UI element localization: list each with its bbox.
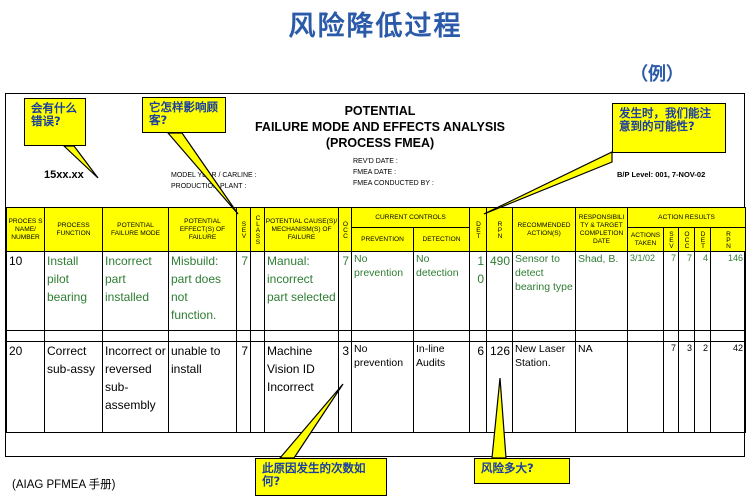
cell-process-function: Correct sub-assy <box>44 341 103 433</box>
revd-date-label: REV'D DATE : <box>353 158 398 165</box>
cell-failure-mode: Incorrect part installed <box>102 251 169 331</box>
cell-responsibility: Shad, B. <box>575 251 628 331</box>
cell-causes: Machine Vision ID Incorrect <box>264 341 339 433</box>
callout-how-affect: 它怎样影响顾客? <box>142 97 226 133</box>
fmea-conducted-by-label: FMEA CONDUCTED BY : <box>353 180 434 187</box>
cell-rpn: 490 <box>486 251 513 331</box>
fmea-title-line: (PROCESS FMEA) <box>325 136 435 150</box>
example-label: （例） <box>630 64 684 85</box>
callout-pointer <box>483 151 613 215</box>
part-number: 15xx.xx <box>44 169 84 181</box>
callout-pointer <box>491 377 507 459</box>
header-effects: POTENTIAL EFFECT(S) OF FAILURE <box>168 207 237 252</box>
fmea-table: PROCES S NAME/ NUMBER PROCESS FUNCTION P… <box>6 207 747 433</box>
callout-pointer <box>62 145 99 179</box>
cell-actions-taken <box>627 341 664 433</box>
cell-causes: Manual: incorrect part selected <box>264 251 339 331</box>
header-rpn: RPN <box>486 207 513 252</box>
cell-prevention: No prevention <box>351 251 414 331</box>
fmea-form-title: POTENTIAL FAILURE MODE AND EFFECTS ANALY… <box>200 103 560 151</box>
header-process-name: PROCES S NAME/ NUMBER <box>6 207 45 252</box>
header-detection: DETECTION <box>413 227 470 252</box>
footnote: (AIAG PFMEA 手册) <box>12 479 116 491</box>
production-plant-label: PRODUCTION PLANT : <box>171 183 247 190</box>
fmea-date-label: FMEA DATE : <box>353 169 397 176</box>
callout-how-risky: 风险多大? <box>474 458 570 484</box>
header-recommended-actions: RECOMMENDED ACTION(S) <box>512 207 576 252</box>
callout-when-noticed: 发生时，我们能注意到的可能性? <box>612 103 726 153</box>
page-title: 风险降低过程 <box>288 11 463 42</box>
cell-recommended-actions: Sensor to detect bearing type <box>512 251 576 331</box>
cell-responsibility: NA <box>575 341 628 433</box>
bp-level: B/P Level: 001, 7-NOV-02 <box>617 170 706 179</box>
cell-recommended-actions: New Laser Station. <box>512 341 576 433</box>
cell-failure-mode: Incorrect or reversed sub-assembly <box>102 341 169 433</box>
callout-how-often: 此原因发生的次数如何? <box>255 458 387 496</box>
cell-effects: unable to install <box>168 341 237 433</box>
cell-detection: In-line Audits <box>413 341 470 433</box>
header-process-function: PROCESS FUNCTION <box>44 207 103 252</box>
callout-what-wrong: 会有什么错误? <box>24 98 86 146</box>
table-row: 10 Install pilot bearing Incorrect part … <box>6 251 747 331</box>
callout-pointer <box>278 383 344 459</box>
table-row: 20 Correct sub-assy Incorrect or reverse… <box>6 341 747 433</box>
fmea-title-line: FAILURE MODE AND EFFECTS ANALYSIS <box>254 120 506 134</box>
model-year-label: MODEL YEAR / CARLINE : <box>171 172 257 179</box>
model-info: MODEL YEAR / CARLINE : PRODUCTION PLANT … <box>171 170 257 192</box>
fmea-title-line: POTENTIAL <box>344 104 416 118</box>
cell-result-rpn: 42 <box>709 341 747 433</box>
callout-pointer <box>166 132 239 215</box>
fmea-dates: REV'D DATE : FMEA DATE : FMEA CONDUCTED … <box>353 156 434 189</box>
cell-process-name: 20 <box>6 341 45 433</box>
cell-process-name: 10 <box>6 251 45 331</box>
